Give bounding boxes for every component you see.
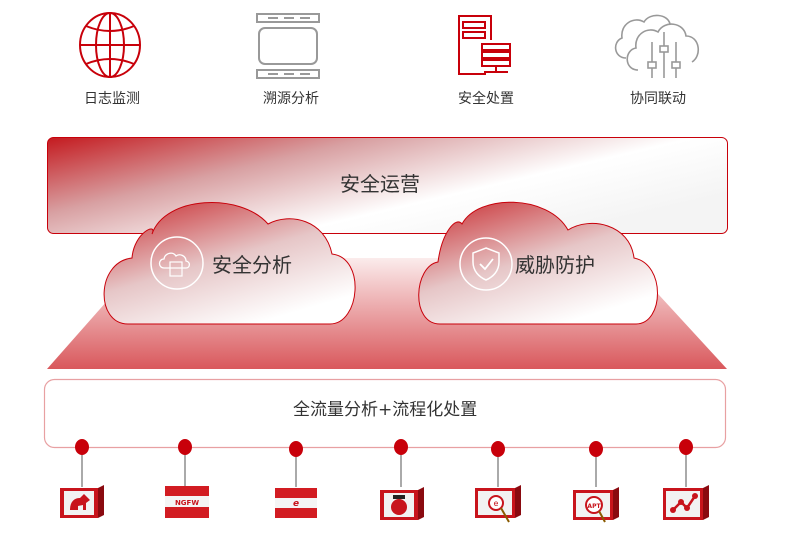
film-frame-icon [256, 13, 320, 79]
platform-trapezoid [47, 258, 727, 369]
globe-icon [79, 12, 141, 78]
top-label-collaboration: 协同联动 [630, 91, 686, 107]
cloud-label-security-analysis: 安全分析 [212, 253, 292, 277]
top-label-trace-analysis: 溯源分析 [263, 91, 319, 107]
cloud-label-threat-protection: 威胁防护 [515, 253, 595, 277]
web-firewall-icon: e [275, 488, 317, 518]
top-label-security-disposal: 安全处置 [458, 91, 514, 107]
svg-text:APT: APT [587, 503, 601, 510]
svg-text:NGFW: NGFW [175, 499, 199, 507]
ngfw-firewall-icon: NGFW [165, 486, 209, 518]
network-topology-icon [663, 485, 709, 520]
web-threat-scan-icon: e [475, 485, 521, 523]
cloud-sliders-icon [614, 14, 699, 78]
honeypot-icon [380, 487, 424, 520]
server-icon [458, 15, 511, 75]
banner-label: 安全运营 [340, 172, 420, 196]
top-label-log-monitoring: 日志监测 [84, 91, 140, 107]
trojan-detection-icon [60, 485, 104, 518]
apt-detection-icon: APT [573, 487, 619, 523]
svg-text:e: e [494, 499, 499, 508]
platform-label: 全流量分析+流程化处置 [293, 400, 478, 420]
svg-text:e: e [293, 499, 299, 509]
